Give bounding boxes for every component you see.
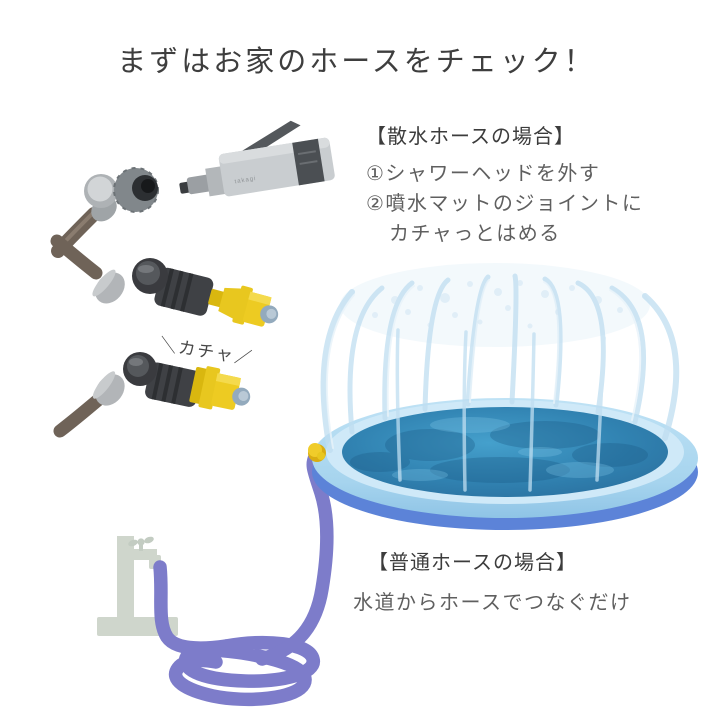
sprinkler-hose-step2: ②噴水マットのジョイントに	[366, 193, 644, 215]
normal-hose-line: 水道からホースでつなぐだけ	[353, 592, 632, 614]
hose-connector-icon	[92, 258, 214, 316]
hose-connector-icon	[84, 167, 159, 222]
page-title: まずはお家のホースをチェック！	[117, 46, 596, 78]
shower-nozzle-photo: takagi	[51, 120, 335, 258]
garden-hose-icon	[153, 450, 334, 707]
sprinkler-hose-step1: ①シャワーヘッドを外す	[366, 163, 601, 185]
sprinkler-hose-heading: 【散水ホースの場合】	[366, 126, 575, 148]
pool-hose-joint-icon	[308, 443, 326, 462]
section-normal-hose: 【普通ホースの場合】 水道からホースでつなぐだけ	[353, 543, 632, 623]
joint-connected-photo	[53, 352, 251, 438]
yellow-joint-icon	[189, 366, 251, 410]
water-jets-icon	[320, 263, 680, 492]
joint-separated-photo	[50, 234, 279, 327]
yellow-joint-icon	[208, 285, 279, 327]
braided-hose-icon	[50, 234, 103, 280]
sprinkler-mat-icon	[312, 398, 698, 530]
water-mist	[372, 280, 623, 329]
normal-hose-heading: 【普通ホースの場合】	[368, 552, 577, 574]
braided-hose-icon	[53, 393, 105, 438]
section-sprinkler-hose: 【散水ホースの場合】 ①シャワーヘッドを外す ②噴水マットのジョイントに カチャ…	[366, 122, 643, 249]
spray-nozzle-icon: takagi	[179, 120, 335, 197]
sprinkler-hose-step2-cont: カチャっとはめる	[389, 223, 561, 245]
hose-connector-icon	[92, 352, 202, 407]
nozzle-brand-label: takagi	[234, 176, 257, 185]
